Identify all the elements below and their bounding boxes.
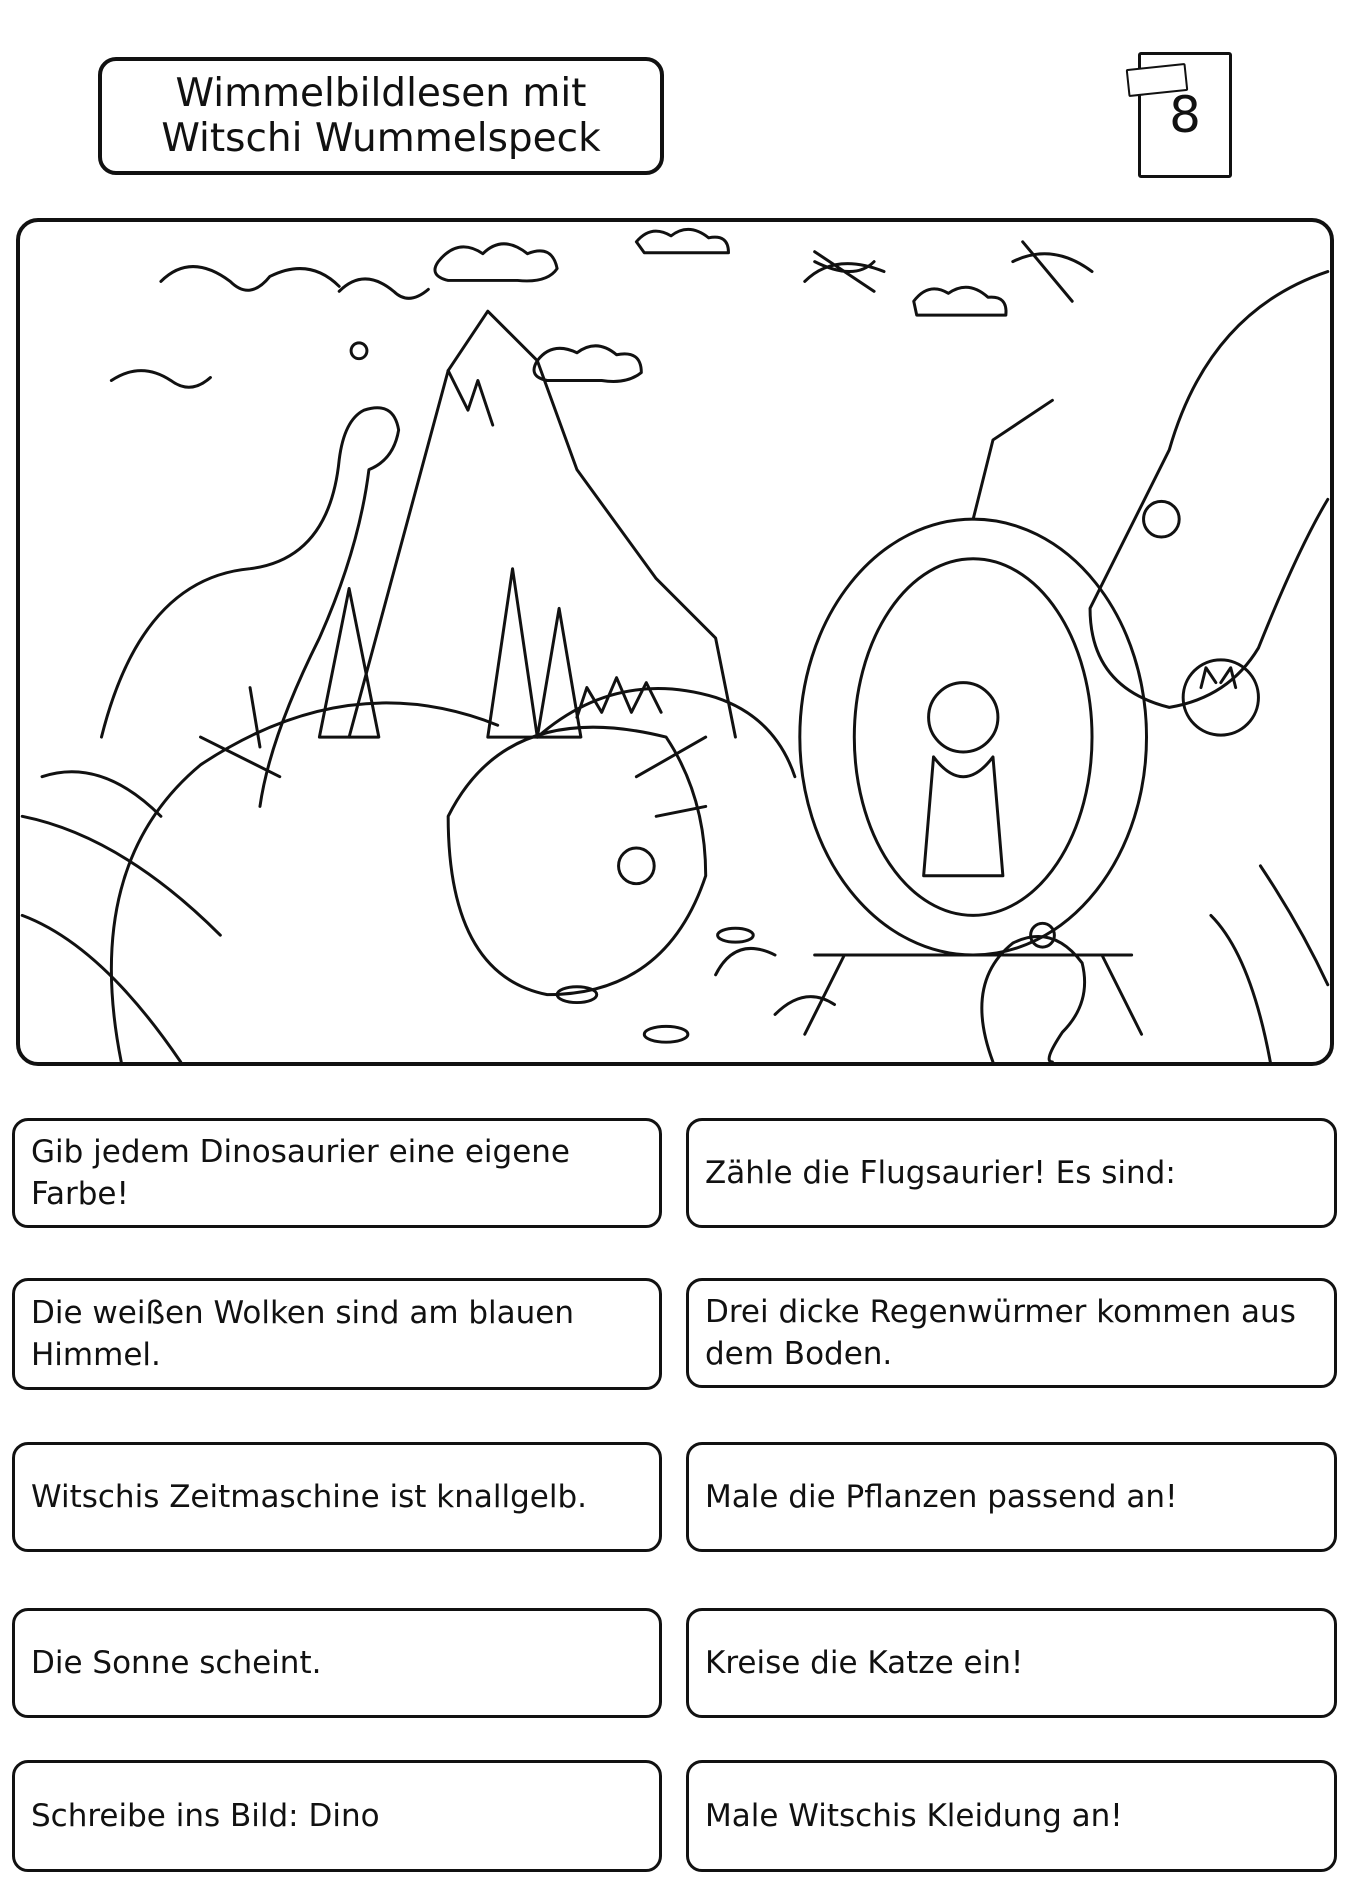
task-text: Male die Pflanzen passend an! [705,1479,1178,1515]
task-card-color-dinosaurs: Gib jedem Dinosaurier eine eigene Farbe! [12,1118,662,1228]
task-card-earthworms: Drei dicke Regenwürmer kommen aus dem Bo… [686,1278,1337,1388]
task-card-sun: Die Sonne scheint. [12,1608,662,1718]
task-text: Gib jedem Dinosaurier eine eigene Farbe! [31,1134,570,1212]
task-card-clothing: Male Witschis Kleidung an! [686,1760,1337,1872]
task-text: Male Witschis Kleidung an! [705,1798,1123,1834]
task-text: Drei dicke Regenwürmer kommen aus dem Bo… [705,1294,1296,1372]
wimmelbild-illustration [16,218,1334,1066]
task-card-plants: Male die Pflanzen passend an! [686,1442,1337,1552]
task-text: Witschis Zeitmaschine ist knallgelb. [31,1479,587,1515]
task-card-time-machine: Witschis Zeitmaschine ist knallgelb. [12,1442,662,1552]
task-text: Die weißen Wolken sind am blauen Himmel. [31,1295,575,1373]
task-text: Zähle die Flugsaurier! Es sind: [705,1155,1176,1191]
task-text: Die Sonne scheint. [31,1645,322,1681]
dinosaur-scene-drawing [20,227,1330,1062]
worksheet-title: Wimmelbildlesen mit Witschi Wummelspeck [98,57,664,175]
task-card-write-dino: Schreibe ins Bild: Dino [12,1760,662,1872]
title-line-2: Witschi Wummelspeck [161,116,601,161]
task-card-cat: Kreise die Katze ein! [686,1608,1337,1718]
page-number: 8 [1169,86,1201,144]
task-card-clouds: Die weißen Wolken sind am blauen Himmel. [12,1278,662,1390]
task-text: Schreibe ins Bild: Dino [31,1798,380,1834]
task-card-count-pterosaurs: Zähle die Flugsaurier! Es sind: [686,1118,1337,1228]
task-text: Kreise die Katze ein! [705,1645,1024,1681]
title-line-1: Wimmelbildlesen mit [175,71,587,116]
